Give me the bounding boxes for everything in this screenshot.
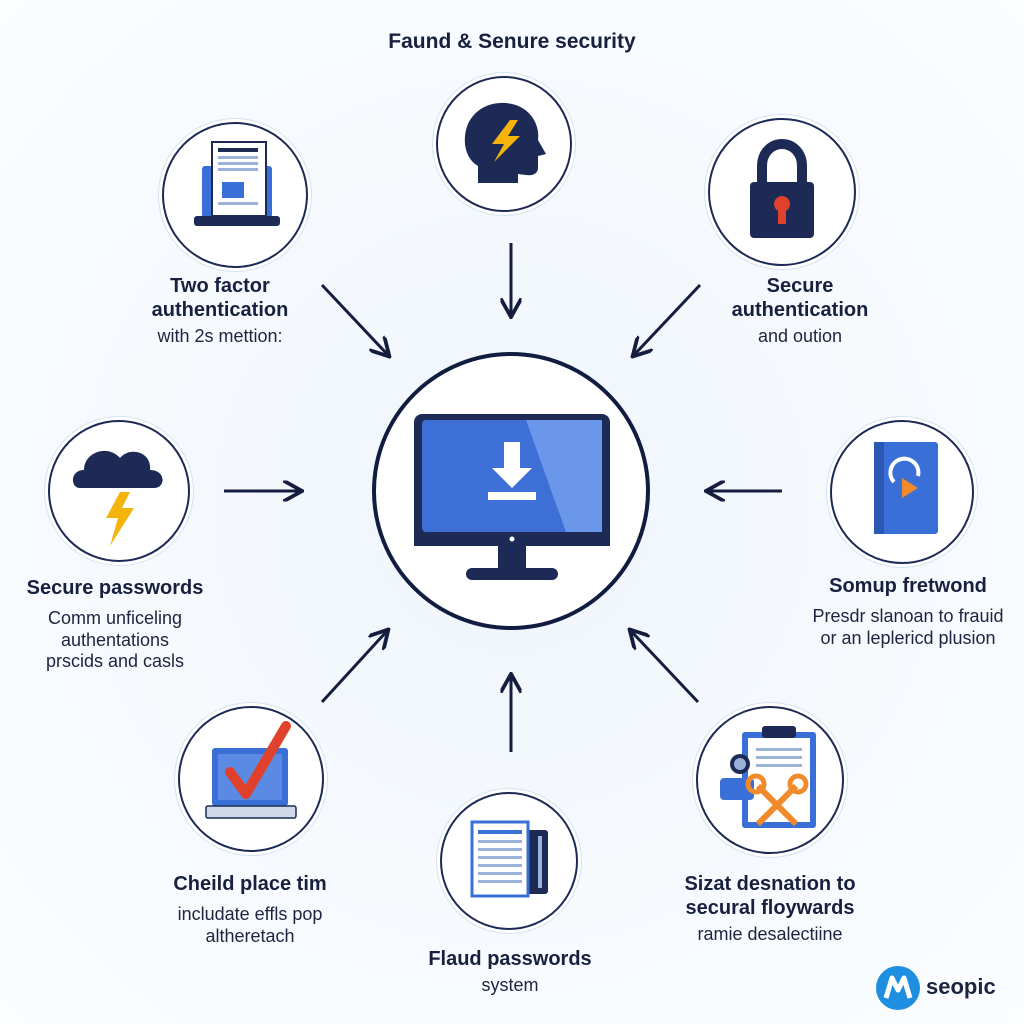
label-left: Secure passwords Comm unficeling authent… bbox=[10, 576, 220, 673]
brand-logo: seopic bbox=[876, 966, 1006, 1010]
label-bottom-left-title: Cheild place tim bbox=[173, 873, 327, 895]
label-bottom-left-sub: includate effls pop altheretach bbox=[177, 904, 323, 946]
node-left-circle bbox=[48, 420, 190, 562]
monitor-download-icon bbox=[414, 414, 610, 580]
node-top-right-circle bbox=[708, 118, 856, 266]
brand-badge-icon bbox=[876, 966, 920, 1010]
node-bottom-circle bbox=[440, 792, 578, 930]
book-play-icon bbox=[874, 442, 938, 534]
hub-circle bbox=[372, 352, 650, 630]
arrow-top-right bbox=[634, 283, 702, 355]
node-bottom-right-circle bbox=[696, 706, 844, 854]
label-left-title: Secure passwords bbox=[26, 577, 204, 599]
label-right: Somup fretwond Presdr slanoan to frauid … bbox=[794, 574, 1022, 649]
head-lightning-icon bbox=[464, 102, 546, 183]
label-top-right-title: Secure authentication bbox=[731, 275, 869, 321]
label-bottom-right-title: Sizat desnation to secural floywards bbox=[684, 873, 856, 919]
label-top-left-sub: with 2s mettion: bbox=[157, 326, 283, 346]
label-right-title: Somup fretwond bbox=[829, 575, 987, 597]
clipboard-scissors-icon bbox=[720, 726, 816, 828]
label-right-sub: Presdr slanoan to frauid or an leplericd… bbox=[812, 606, 1004, 648]
label-bottom-left: Cheild place tim includate effls pop alt… bbox=[140, 872, 360, 947]
label-bottom-title: Flaud passwords bbox=[428, 948, 592, 970]
arrow-top-left bbox=[320, 283, 388, 355]
node-right-circle bbox=[830, 420, 974, 564]
server-document-icon bbox=[470, 820, 548, 898]
label-top-right-sub: and oution bbox=[757, 326, 843, 346]
arrow-bottom-left bbox=[320, 631, 387, 704]
label-bottom-right-sub: ramie desalectiine bbox=[697, 924, 843, 944]
laptop-document-icon bbox=[194, 141, 280, 226]
padlock-icon bbox=[750, 138, 814, 238]
arrow-bottom-right bbox=[631, 631, 700, 704]
label-top-left: Two factor authentication with 2s mettio… bbox=[120, 274, 320, 348]
label-bottom-right: Sizat desnation to secural floywards ram… bbox=[660, 872, 880, 946]
node-top-circle bbox=[436, 76, 572, 212]
brand-name: seopic bbox=[926, 974, 996, 999]
label-top-right: Secure authentication and oution bbox=[700, 274, 900, 348]
label-top-left-title: Two factor authentication bbox=[151, 275, 289, 321]
laptop-checkmark-icon bbox=[205, 721, 297, 819]
label-bottom: Flaud passwords system bbox=[400, 947, 620, 997]
label-bottom-sub: system bbox=[481, 975, 539, 995]
node-top-left-circle bbox=[162, 122, 308, 268]
diagram-title: Faund & Senure security bbox=[388, 30, 636, 53]
node-bottom-left-circle bbox=[178, 706, 324, 852]
storm-cloud-icon bbox=[72, 450, 163, 546]
label-left-sub: Comm unficeling authentations prscids an… bbox=[45, 608, 185, 672]
